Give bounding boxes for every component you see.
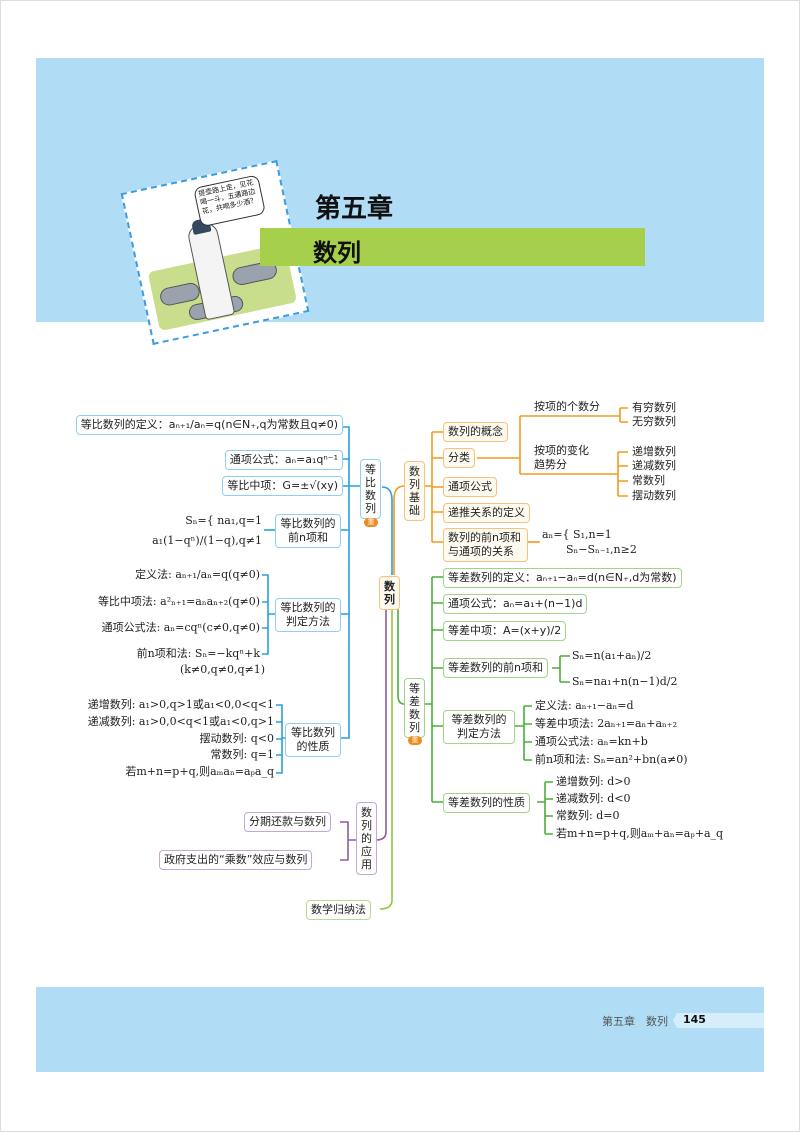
footer-chapter-label: 第五章 数列 (602, 1015, 668, 1028)
basics-concept: 数列的概念 (443, 422, 508, 442)
arithmetic-sum-node: 等差数列的前n项和 (443, 658, 548, 678)
count-type: 有穷数列 (632, 401, 676, 414)
basics-classification: 分类 (443, 448, 475, 468)
arithmetic-property: 递减数列: d<0 (556, 792, 631, 805)
geometric-sum-formula-1: Sₙ={ na₁,q=1 (185, 514, 262, 527)
geometric-general-term-box: 通项公式：aₙ=a₁qⁿ⁻¹ (224, 450, 343, 470)
geometric-judge-node: 等比数列的判定方法 (275, 598, 341, 632)
geometric-sum-formula-2: a₁(1−qⁿ)/(1−q),q≠1 (152, 534, 262, 547)
arithmetic-judge-method: 前n项和法: Sₙ=an²+bn(a≠0) (535, 753, 688, 766)
geometric-property: 摆动数列: q<0 (199, 732, 274, 745)
geometric-sequence-node: 等比数列 (360, 459, 381, 519)
basics-general-term: 通项公式 (443, 477, 497, 497)
arithmetic-sequence-node: 等差数列 (404, 678, 425, 738)
by-trend-label: 按项的变化趋势分 (534, 444, 589, 471)
relation-formula-2: Sₙ−Sₙ₋₁,n≥2 (566, 543, 637, 556)
arithmetic-judge-method: 通项公式法: aₙ=kn+b (535, 735, 648, 748)
geometric-property-node: 等比数列的性质 (285, 723, 341, 757)
arithmetic-definition-box: 等差数列的定义：aₙ₊₁−aₙ=d(n∈N₊,d为常数) (443, 568, 682, 588)
basics-recurrence: 递推关系的定义 (443, 503, 530, 523)
by-count-label: 按项的个数分 (534, 400, 600, 413)
page-number: 145 (683, 1013, 706, 1026)
geometric-property: 递减数列: a₁>0,0<q<1或a₁<0,q>1 (87, 715, 274, 728)
geometric-mean-box: 等比中项：G=±√(xy) (222, 476, 343, 496)
arithmetic-property: 递增数列: d>0 (556, 775, 631, 788)
trend-type: 常数列 (632, 474, 665, 487)
arithmetic-property: 常数列: d=0 (556, 809, 620, 822)
application-multiplier: 政府支出的“乘数”效应与数列 (159, 850, 313, 870)
geometric-sum-node: 等比数列的前n项和 (275, 514, 341, 548)
arithmetic-mean-box: 等差中项：A=(x+y)/2 (443, 621, 567, 641)
relation-formula-1: aₙ={ S₁,n=1 (542, 528, 612, 541)
arithmetic-judge-node: 等差数列的判定方法 (443, 710, 515, 744)
trend-type: 摆动数列 (632, 489, 676, 502)
application-node: 数列的应用 (356, 802, 377, 875)
trend-type: 递减数列 (632, 459, 676, 472)
arithmetic-property: 若m+n=p+q,则aₘ+aₙ=aₚ+a_q (556, 827, 724, 840)
geometric-judge-condition: (k≠0,q≠0,q≠1) (180, 663, 265, 676)
induction-node: 数学归纳法 (306, 900, 371, 920)
trend-type: 递增数列 (632, 445, 676, 458)
basics-sum-relation: 数列的前n项和与通项的关系 (443, 528, 528, 562)
center-node: 数列 (379, 576, 400, 610)
page-number-strip (673, 1013, 764, 1028)
chapter-number: 第五章 (315, 194, 394, 224)
arithmetic-property-node: 等差数列的性质 (443, 793, 530, 813)
geometric-judge-method: 定义法: aₙ₊₁/aₙ=q(q≠0) (135, 568, 260, 581)
application-installment: 分期还款与数列 (244, 812, 331, 832)
geometric-judge-method: 通项公式法: aₙ=cqⁿ(c≠0,q≠0) (101, 621, 260, 634)
key-point-badge: 重 (364, 518, 378, 527)
geometric-property: 常数列: q=1 (210, 748, 274, 761)
count-type: 无穷数列 (632, 415, 676, 428)
arithmetic-judge-method: 定义法: aₙ₊₁−aₙ=d (535, 699, 634, 712)
title-bar (260, 228, 645, 266)
arithmetic-general-term-box: 通项公式：aₙ=a₁+(n−1)d (443, 594, 588, 614)
arithmetic-sum-formula: Sₙ=n(a₁+aₙ)/2 (572, 649, 652, 662)
key-point-badge: 重 (408, 736, 422, 745)
footer-banner (36, 987, 764, 1072)
chapter-title: 数列 (313, 239, 361, 267)
geometric-judge-method: 前n项和法: Sₙ=−kqⁿ+k (136, 647, 260, 660)
arithmetic-sum-formula: Sₙ=na₁+n(n−1)d/2 (572, 675, 678, 688)
basics-node: 数列基础 (404, 461, 425, 521)
arithmetic-judge-method: 等差中项法: 2aₙ₊₁=aₙ+aₙ₊₂ (535, 717, 678, 730)
geometric-judge-method: 等比中项法: a²ₙ₊₁=aₙaₙ₊₂(q≠0) (97, 595, 260, 608)
geometric-definition-box: 等比数列的定义：aₙ₊₁/aₙ=q(n∈N₊,q为常数且q≠0) (75, 415, 343, 435)
geometric-property: 若m+n=p+q,则aₘaₙ=aₚa_q (125, 765, 274, 778)
geometric-property: 递增数列: a₁>0,q>1或a₁<0,0<q<1 (87, 698, 274, 711)
